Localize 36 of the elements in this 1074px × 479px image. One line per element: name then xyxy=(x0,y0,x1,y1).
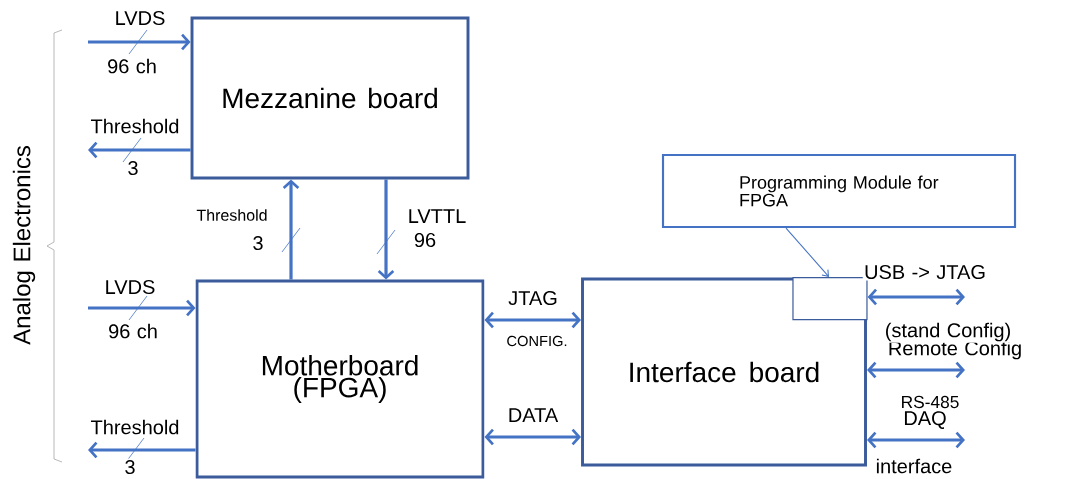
callout-box: Programming Module for FPGA xyxy=(661,153,1017,229)
edge-label: Threshold xyxy=(89,418,181,436)
arrow xyxy=(484,311,582,329)
signal-label: RS-485 xyxy=(899,394,961,410)
arrow xyxy=(88,29,191,55)
arrow xyxy=(88,137,191,163)
leader-line xyxy=(785,227,829,277)
arrow xyxy=(484,428,582,446)
edge-label: LVTTL xyxy=(406,207,468,225)
arrow xyxy=(867,288,965,306)
arrow xyxy=(866,361,965,379)
bus-width-label: 96 ch xyxy=(106,322,160,340)
bus-width-label: 3 xyxy=(123,458,137,476)
bus-width-label: 3 xyxy=(126,159,140,177)
signal-label: interface xyxy=(874,457,954,475)
edge-label: LVDS xyxy=(103,278,157,296)
edge-label: Threshold xyxy=(89,117,181,135)
bracket-label: Analog Electronics xyxy=(11,143,37,347)
arrow xyxy=(866,431,965,449)
edge-label: LVDS xyxy=(113,9,167,27)
bus-width-label: 3 xyxy=(251,234,265,252)
board-box: Mezzanine board xyxy=(190,16,470,180)
edge-label: Threshold xyxy=(195,207,269,223)
arrow xyxy=(376,179,396,280)
bus-width-label: 96 xyxy=(412,231,438,249)
board-box: Motherboard (FPGA) xyxy=(195,279,485,479)
signal-label: CONFIG. xyxy=(505,334,569,348)
bus-width-label: 96 ch xyxy=(105,57,159,75)
signal-label: (stand Config) xyxy=(883,321,1013,343)
edge-label: DAQ xyxy=(902,409,948,431)
edge-label: USB -> JTAG xyxy=(862,263,988,281)
edge-label: JTAG xyxy=(506,289,560,307)
arrow xyxy=(88,295,196,321)
arrow xyxy=(281,179,301,280)
board-box: Interface board xyxy=(581,277,867,467)
edge-label: DATA xyxy=(506,406,560,424)
